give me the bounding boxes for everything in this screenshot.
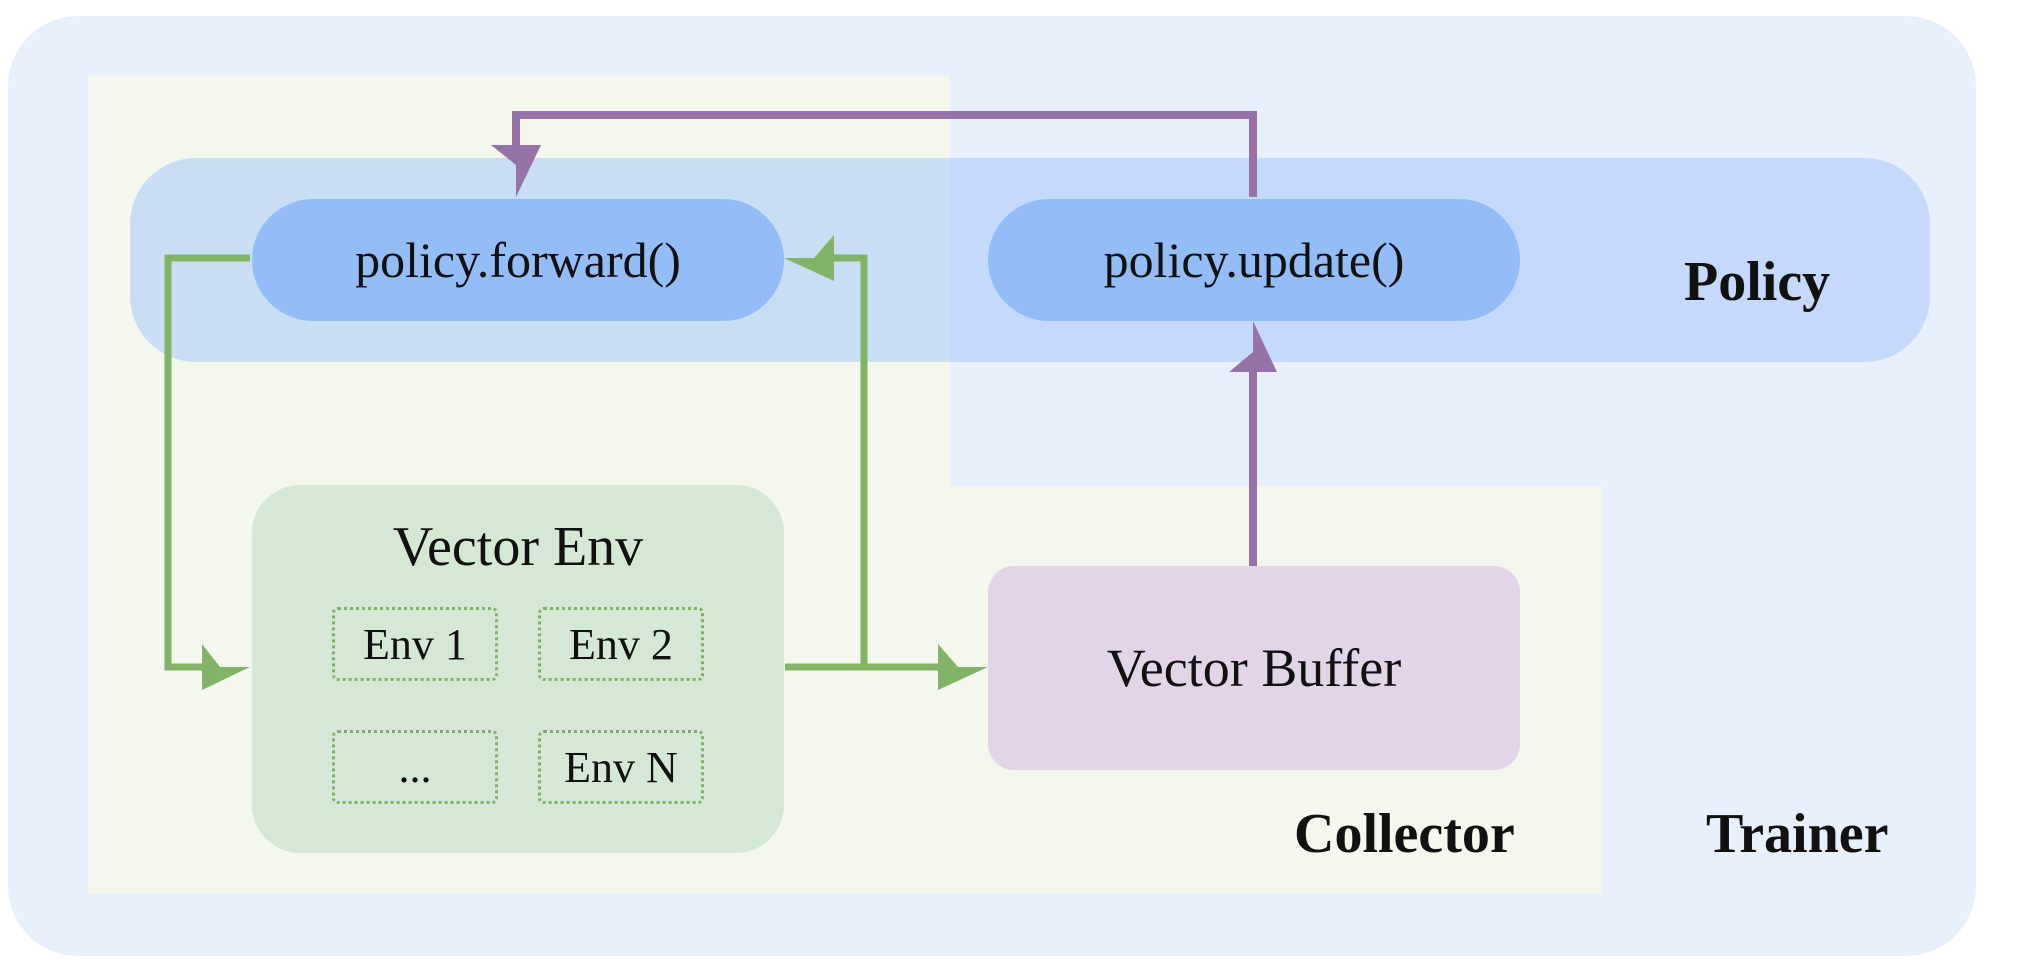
env-to-buffer-arrowhead xyxy=(938,644,988,690)
env-cell-label: Env N xyxy=(564,742,678,792)
vector-env-node: Vector Env Env 1 Env 2 ... Env N xyxy=(252,485,784,853)
collector-region-label: Collector xyxy=(1294,803,1515,865)
update-to-forward-arrow xyxy=(512,111,1257,197)
env-cell-label: Env 2 xyxy=(569,619,673,669)
env-to-forward-arrowhead xyxy=(784,235,834,281)
env-cell: Env N xyxy=(538,730,704,804)
policy-update-label: policy.update() xyxy=(1103,232,1405,288)
vector-env-title: Vector Env xyxy=(392,516,644,578)
env-cell: Env 2 xyxy=(538,607,704,681)
env-cell: ... xyxy=(332,730,498,804)
policy-region-label: Policy xyxy=(1684,251,1831,313)
env-cell-label: Env 1 xyxy=(363,619,467,669)
policy-forward-node: policy.forward() xyxy=(252,199,784,321)
env-cell: Env 1 xyxy=(332,607,498,681)
update-to-forward-arrowhead xyxy=(491,145,541,197)
env-to-forward-arrow xyxy=(785,254,868,671)
vector-buffer-node: Vector Buffer xyxy=(988,566,1520,770)
trainer-region-label: Trainer xyxy=(1706,803,1889,865)
policy-update-node: policy.update() xyxy=(988,199,1520,321)
env-cell-label: ... xyxy=(398,742,432,792)
forward-to-env-arrowhead xyxy=(202,644,250,690)
buffer-to-update-arrowhead xyxy=(1229,321,1277,372)
policy-forward-label: policy.forward() xyxy=(355,232,681,288)
forward-to-env-arrow xyxy=(164,254,250,671)
vector-buffer-label: Vector Buffer xyxy=(1106,638,1402,698)
